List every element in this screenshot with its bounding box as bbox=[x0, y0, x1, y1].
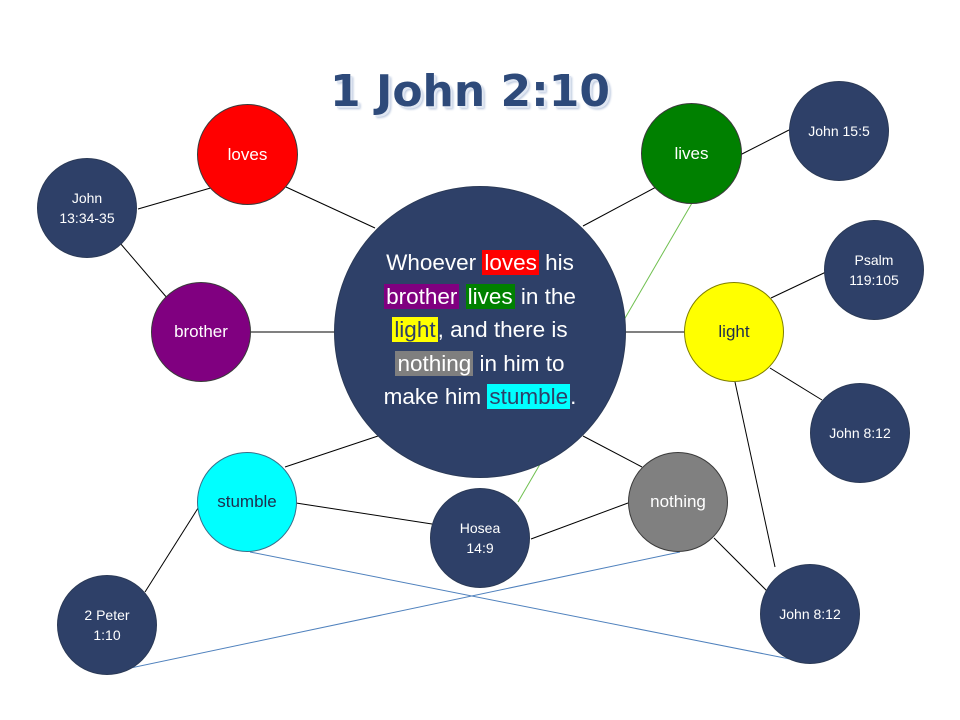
edge-nothing-john8b bbox=[713, 537, 769, 593]
ref-line1: John 15:5 bbox=[808, 123, 870, 139]
edge-loves-john13 bbox=[137, 186, 215, 210]
word-node-nothing: nothing bbox=[628, 452, 728, 552]
ref-line2: 13:34-35 bbox=[59, 210, 115, 226]
word-label-light: light bbox=[718, 322, 750, 341]
edge-center-stumble bbox=[284, 435, 379, 468]
edge-stumble-john8b bbox=[249, 551, 811, 664]
edge-lives-john15 bbox=[739, 129, 790, 156]
verse-highlight-nothing: nothing bbox=[395, 350, 474, 376]
verse-highlight-light: light bbox=[392, 317, 438, 343]
verse-segment: in the bbox=[514, 283, 576, 309]
ref-line1: Psalm bbox=[854, 252, 894, 268]
verse-circle: Whoever loves his brother lives in the l… bbox=[334, 186, 626, 478]
verse-segment bbox=[459, 284, 465, 309]
edge-john13-brother bbox=[119, 242, 169, 300]
ref-line1: John 8:12 bbox=[829, 425, 891, 441]
word-node-light: light bbox=[684, 282, 784, 382]
edge-center-loves bbox=[285, 186, 376, 229]
edge-light-psalm bbox=[770, 271, 827, 299]
word-node-brother: brother bbox=[151, 282, 251, 382]
ref-node-2-peter: 2 Peter 1:10 bbox=[57, 575, 157, 675]
edge-peter-nothing bbox=[106, 551, 681, 674]
verse-segment: his bbox=[538, 250, 574, 276]
word-label-lives: lives bbox=[674, 143, 709, 163]
ref-line1: 2 Peter bbox=[84, 607, 130, 623]
ref-line2: 14:9 bbox=[466, 540, 494, 556]
edge-center-lives bbox=[582, 185, 659, 227]
verse-highlight-loves: loves bbox=[482, 250, 539, 276]
ref-line2: 119:105 bbox=[849, 272, 899, 288]
edge-hosea-nothing bbox=[530, 502, 629, 540]
verse-text: Whoever loves his brother lives in the l… bbox=[380, 246, 580, 414]
edge-stumble-peter bbox=[144, 504, 201, 593]
ref-node-john-13: John 13:34-35 bbox=[37, 158, 137, 258]
verse-segment: . bbox=[570, 384, 577, 410]
ref-line1: John bbox=[71, 190, 103, 206]
word-label-loves: loves bbox=[227, 144, 268, 164]
verse-segment: Whoever bbox=[386, 250, 483, 276]
ref-node-psalm: Psalm 119:105 bbox=[824, 220, 924, 320]
verse-highlight-lives: lives bbox=[465, 283, 515, 309]
word-label-nothing: nothing bbox=[650, 492, 706, 511]
edge-center-nothing bbox=[582, 435, 643, 468]
word-node-loves: loves bbox=[197, 104, 298, 205]
ref-line1: John 8:12 bbox=[779, 606, 841, 622]
verse-segment: , and there is bbox=[437, 317, 568, 343]
verse-highlight-stumble: stumble bbox=[487, 384, 571, 410]
ref-node-john-8-lower: John 8:12 bbox=[760, 564, 860, 664]
ref-node-john-8-upper: John 8:12 bbox=[810, 383, 910, 483]
word-node-stumble: stumble bbox=[197, 452, 297, 552]
ref-node-john-15: John 15:5 bbox=[789, 81, 889, 181]
edge-light-john8b bbox=[734, 381, 776, 568]
verse-segment: in him to make him bbox=[383, 350, 565, 410]
ref-line1: Hosea bbox=[459, 520, 501, 536]
verse-highlight-brother: brother bbox=[384, 283, 460, 309]
word-node-lives: lives bbox=[641, 103, 742, 204]
edge-stumble-hosea bbox=[295, 502, 433, 525]
edge-light-john8a bbox=[769, 367, 823, 401]
word-label-stumble: stumble bbox=[217, 492, 277, 511]
word-label-brother: brother bbox=[174, 322, 228, 341]
page-title: 1 John 2:10 bbox=[330, 66, 610, 117]
ref-line2: 1:10 bbox=[93, 627, 121, 643]
ref-node-hosea: Hosea 14:9 bbox=[430, 488, 530, 588]
